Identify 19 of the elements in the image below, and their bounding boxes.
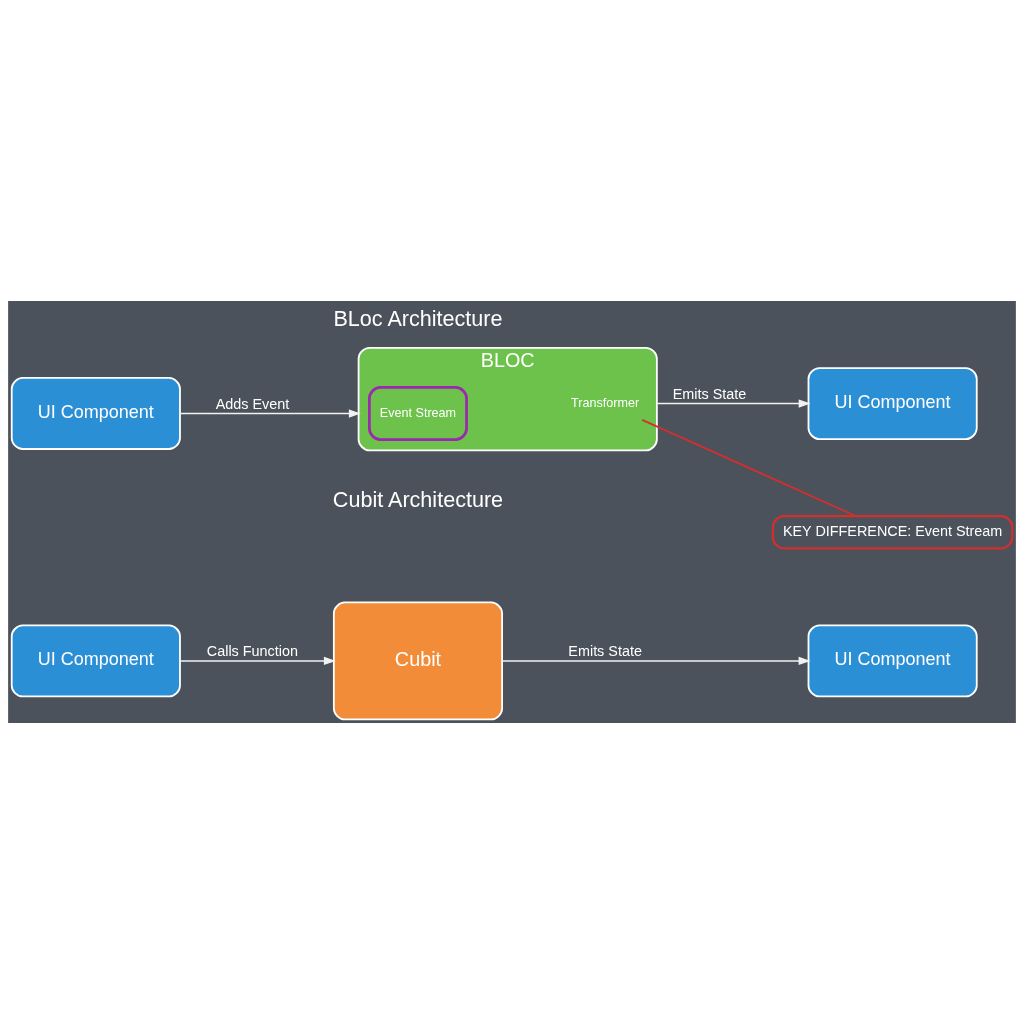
node-box: UI Component [807, 624, 978, 698]
node-box: Cubit [332, 601, 503, 721]
node-box: UI Component [807, 367, 978, 440]
edge-label: Emits State [568, 643, 642, 660]
node-box: UI Component [10, 377, 181, 450]
arrow [656, 399, 811, 408]
arrow [501, 656, 811, 666]
arrow [179, 409, 361, 418]
node-box: Event Stream [368, 386, 468, 441]
edge-label: Calls Function [206, 643, 298, 660]
node-box: KEY DIFFERENCE: Event Stream [771, 514, 1014, 550]
arrow [179, 656, 336, 666]
node-box: UI Component [10, 624, 181, 698]
edge-label: Emits State [672, 385, 747, 402]
connector [641, 418, 857, 517]
edge-label: Adds Event [215, 395, 290, 412]
node-text: Transformer [571, 395, 640, 410]
label: Cubit Architecture [332, 487, 504, 513]
label: BLoc Architecture [333, 306, 503, 332]
